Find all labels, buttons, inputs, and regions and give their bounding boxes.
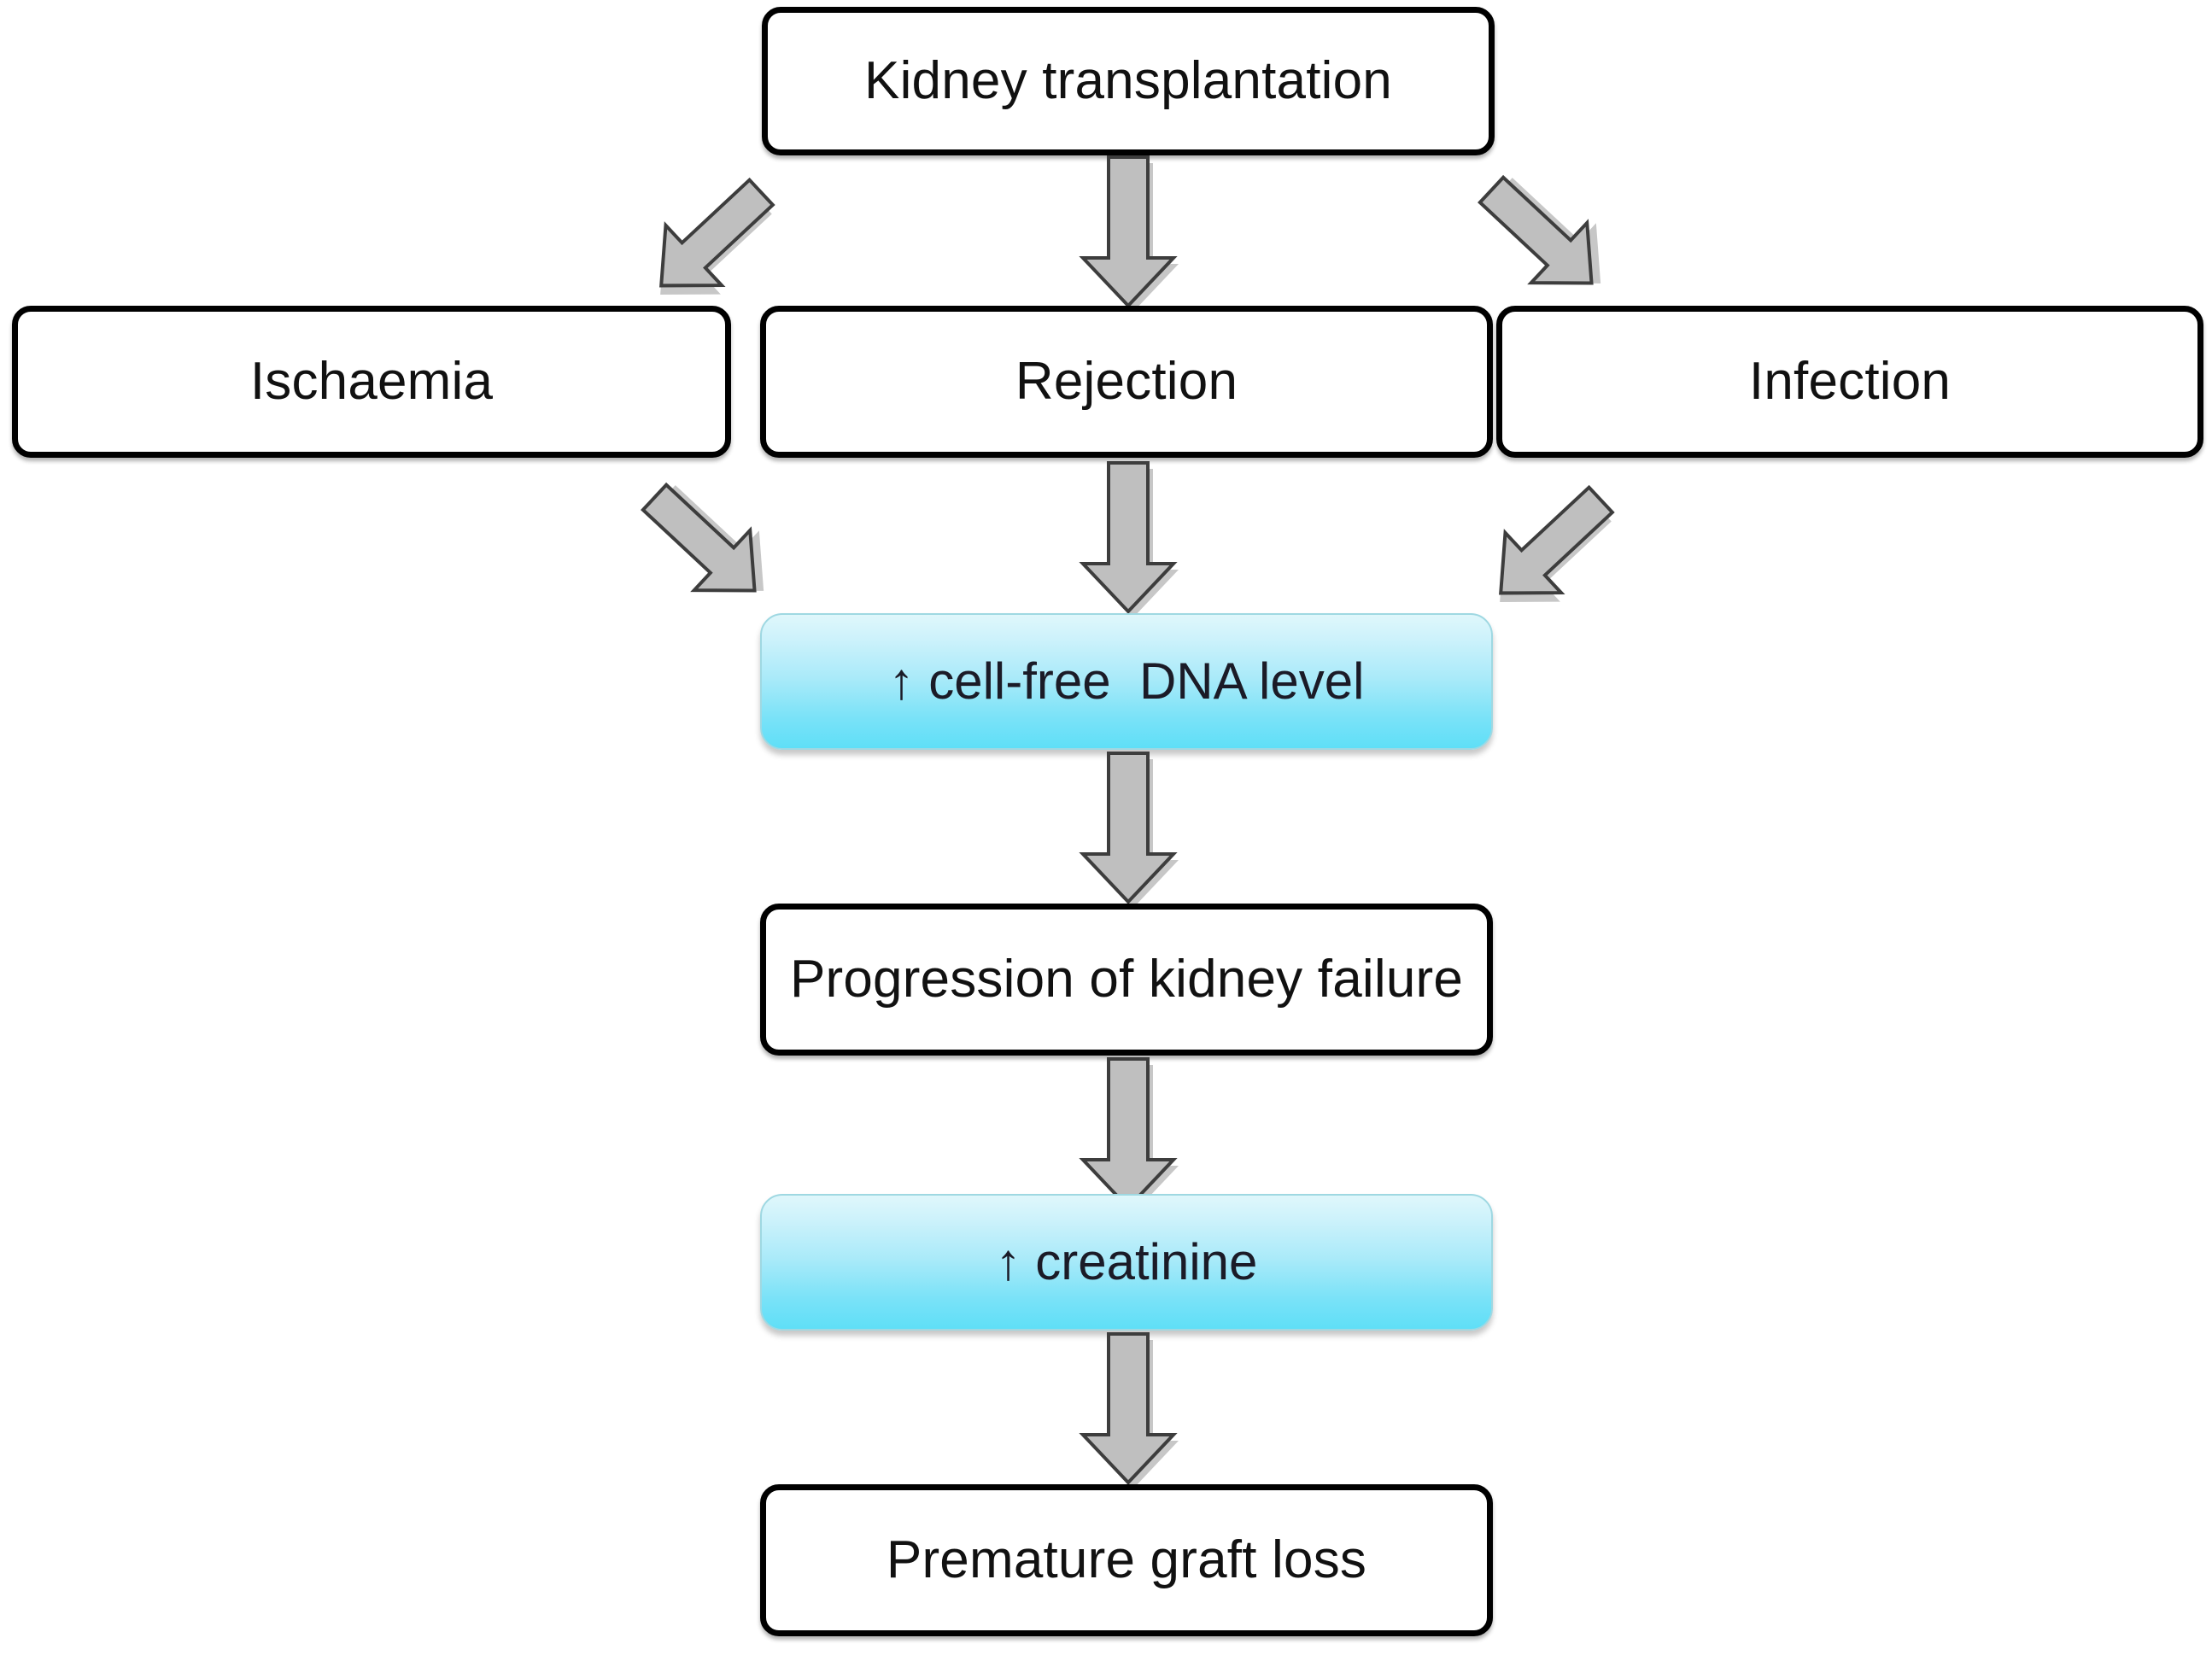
node-label-cell-free-dna-level: ↑ cell-free DNA level — [888, 652, 1365, 710]
node-label-creatinine: ↑ creatinine — [995, 1233, 1258, 1290]
arrow-rejection-to-dna — [1064, 461, 1192, 617]
node-infection: Infection — [1496, 306, 2203, 458]
node-cell-free-dna-level: ↑ cell-free DNA level — [760, 613, 1493, 750]
arrow-dna-to-progression — [1064, 752, 1192, 908]
arrow-transplant-to-rejection — [1064, 155, 1192, 312]
arrow-ischaemia-to-dna — [615, 461, 786, 623]
node-ischaemia: Ischaemia — [12, 306, 731, 458]
node-label-progression-of-kidney-failure: Progression of kidney failure — [789, 949, 1464, 1009]
node-label-kidney-transplantation: Kidney transplantation — [864, 50, 1392, 110]
arrow-progression-to-creatinine — [1064, 1057, 1192, 1214]
arrow-creatinine-to-graft-loss — [1064, 1332, 1192, 1489]
node-progression-of-kidney-failure: Progression of kidney failure — [760, 904, 1493, 1056]
node-kidney-transplantation: Kidney transplantation — [762, 7, 1495, 155]
node-label-ischaemia: Ischaemia — [249, 351, 494, 411]
node-label-premature-graft-loss: Premature graft loss — [886, 1530, 1367, 1589]
node-creatinine: ↑ creatinine — [760, 1194, 1493, 1331]
arrow-infection-to-dna — [1467, 461, 1638, 623]
arrow-transplant-to-infection — [1452, 154, 1623, 316]
node-rejection: Rejection — [760, 306, 1493, 458]
node-label-rejection: Rejection — [1015, 351, 1238, 411]
node-label-infection: Infection — [1748, 351, 1952, 411]
node-premature-graft-loss: Premature graft loss — [760, 1484, 1493, 1636]
arrow-transplant-to-ischaemia — [628, 154, 799, 316]
